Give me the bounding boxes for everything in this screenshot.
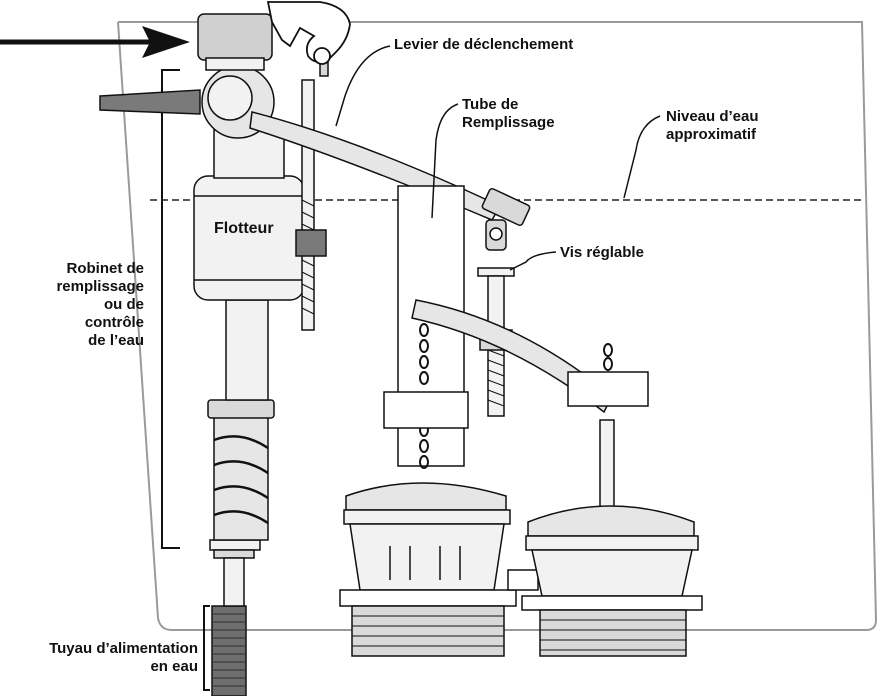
float-block-right xyxy=(567,371,649,407)
flush-valve-left xyxy=(339,482,517,657)
supply-bracket xyxy=(203,605,210,691)
trip-lever-label: Levier de déclenchement xyxy=(394,36,574,53)
chain-left xyxy=(419,323,429,469)
supply-pipe xyxy=(211,605,247,696)
flapper-arm xyxy=(411,299,613,414)
fill-valve-label-2: remplissage xyxy=(56,278,144,295)
flush-valve-right xyxy=(521,505,703,657)
hand-icon xyxy=(266,1,351,65)
arrow-icon xyxy=(0,26,190,58)
fill-tube-label-1: Tube de xyxy=(462,96,519,113)
fill-tube-label-2: Remplissage xyxy=(462,114,555,131)
valve-connector xyxy=(507,569,539,591)
fill-valve-label-5: de l’eau xyxy=(88,332,144,349)
fill-valve-label-4: contrôle xyxy=(84,314,144,331)
chain-right xyxy=(603,343,613,371)
supply-label-1: Tuyau d’alimentation xyxy=(49,640,198,657)
adjust-screw-label: Vis réglable xyxy=(560,244,644,261)
float-block-left xyxy=(383,391,469,429)
float-label: Flotteur xyxy=(214,220,274,237)
water-level-label-1: Niveau d’eau xyxy=(666,108,759,125)
water-level-label-2: approximatif xyxy=(666,126,757,143)
supply-label-2: en eau xyxy=(150,658,198,675)
fill-valve xyxy=(99,13,305,607)
fill-valve-label-3: ou de xyxy=(104,296,144,313)
leader-lines xyxy=(335,45,661,271)
adjust-screw-assembly xyxy=(477,219,515,417)
fill-valve-label-1: Robinet de xyxy=(66,260,145,277)
tank-outline xyxy=(117,21,878,631)
fill-valve-bracket xyxy=(161,69,180,549)
